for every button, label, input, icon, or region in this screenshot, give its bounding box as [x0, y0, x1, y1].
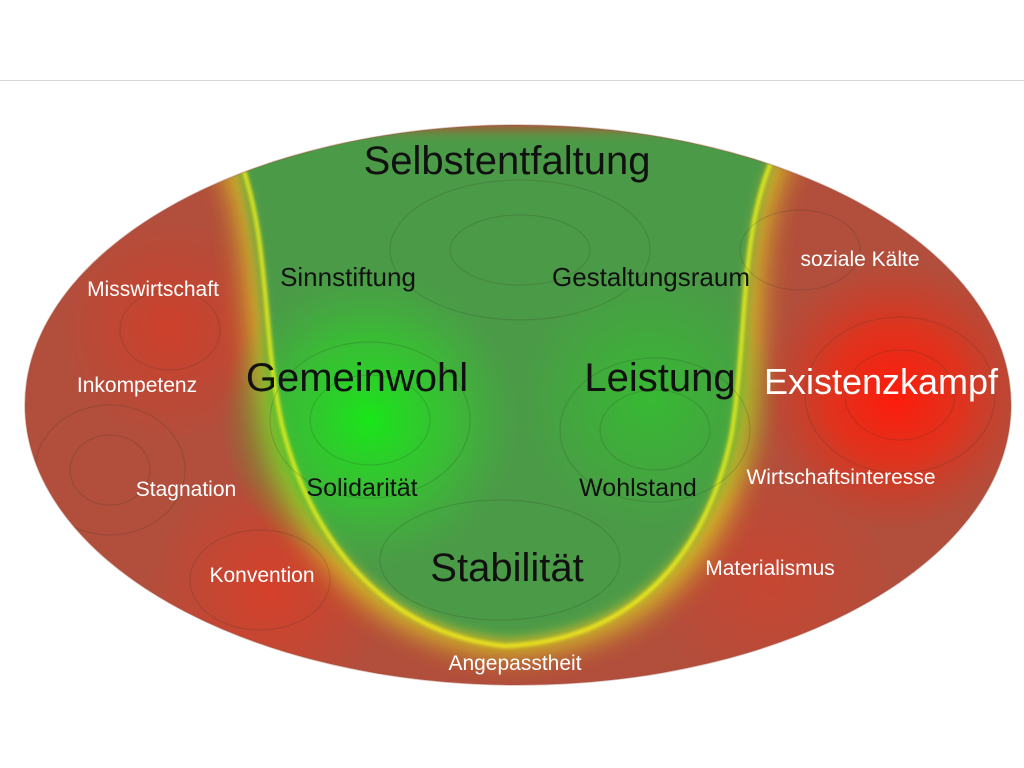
label-solidaritaet: Solidarität — [306, 474, 417, 502]
top-divider — [0, 80, 1024, 81]
label-angepasstheit: Angepasstheit — [448, 652, 581, 675]
label-gestaltungsraum: Gestaltungsraum — [552, 262, 750, 292]
label-stagnation: Stagnation — [136, 478, 236, 501]
label-selbstentfaltung: Selbstentfaltung — [364, 139, 651, 183]
label-existenzkampf: Existenzkampf — [764, 361, 999, 402]
label-gemeinwohl: Gemeinwohl — [246, 356, 468, 400]
label-sinnstiftung: Sinnstiftung — [280, 262, 416, 292]
oval-heatmap — [25, 125, 1011, 685]
label-leistung: Leistung — [584, 356, 735, 400]
label-inkompetenz: Inkompetenz — [77, 374, 197, 397]
oval-outline — [24, 124, 1012, 686]
label-soziale-kaelte: soziale Kälte — [800, 248, 919, 271]
label-wohlstand: Wohlstand — [579, 474, 697, 502]
label-stabilitaet: Stabilität — [430, 546, 583, 590]
label-wirtschaftsinteresse: Wirtschaftsinteresse — [746, 466, 935, 489]
label-konvention: Konvention — [209, 564, 314, 587]
label-misswirtschaft: Misswirtschaft — [87, 278, 219, 301]
label-materialismus: Materialismus — [705, 557, 835, 580]
